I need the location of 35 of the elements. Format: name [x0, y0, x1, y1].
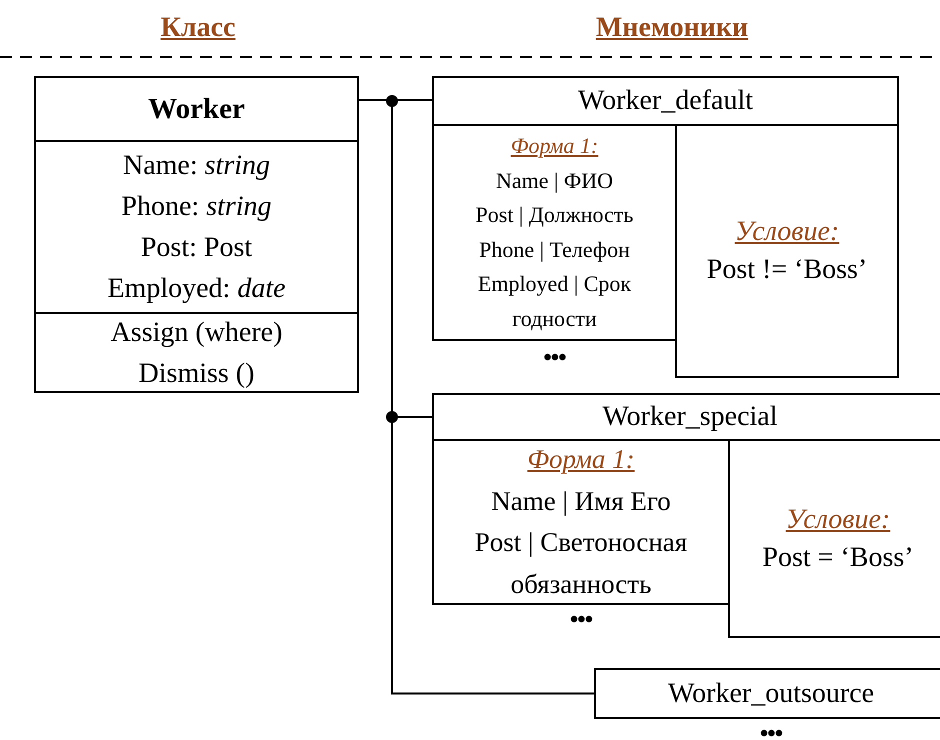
- field-text: Worker: [147, 92, 246, 126]
- field-text: Name | Имя Его: [490, 484, 672, 518]
- field-text: Post: Post: [140, 231, 254, 265]
- section-heading: Условие:: [784, 502, 892, 536]
- section-heading: Форма 1:: [510, 132, 600, 160]
- field-text: Worker_default: [577, 84, 754, 118]
- field-text: Phone | Телефон: [478, 236, 631, 264]
- field-text: Phone: string: [120, 190, 273, 224]
- class-box: [34, 76, 359, 393]
- mnemonic-box: [594, 668, 940, 719]
- field-text: Name: string: [122, 149, 271, 183]
- mnemonic-box: [675, 124, 899, 378]
- field-text: Worker_outsource: [666, 676, 876, 710]
- section-heading: Условие:: [734, 215, 840, 249]
- class-compartment: [36, 312, 357, 391]
- field-text: Employed | Срок годности: [476, 270, 632, 332]
- field-text: Post = ‘Boss’: [761, 540, 915, 574]
- section-heading: Форма 1:: [526, 443, 636, 476]
- field-text: Post != ‘Boss’: [706, 253, 868, 287]
- ellipsis-text: •••: [760, 722, 782, 740]
- column-heading: Мнемоники: [596, 12, 748, 44]
- field-text: Post | Должность: [474, 201, 634, 229]
- mnemonic-box: [432, 439, 730, 605]
- column-heading: Класс: [160, 12, 236, 44]
- field-text: Assign (where): [110, 316, 284, 350]
- field-text: Employed: date: [106, 272, 287, 306]
- field-text: Worker_special: [602, 400, 778, 434]
- ellipsis-text: •••: [543, 346, 566, 370]
- field-text: Dismiss (): [138, 356, 256, 390]
- ellipsis-text: •••: [570, 608, 592, 632]
- field-text: Name | ФИО: [494, 166, 614, 195]
- field-text: Post | Светоносная обязанность: [474, 526, 688, 600]
- mnemonic-box: [432, 124, 677, 341]
- mnemonic-box: [432, 393, 940, 441]
- mnemonic-box: [432, 76, 899, 126]
